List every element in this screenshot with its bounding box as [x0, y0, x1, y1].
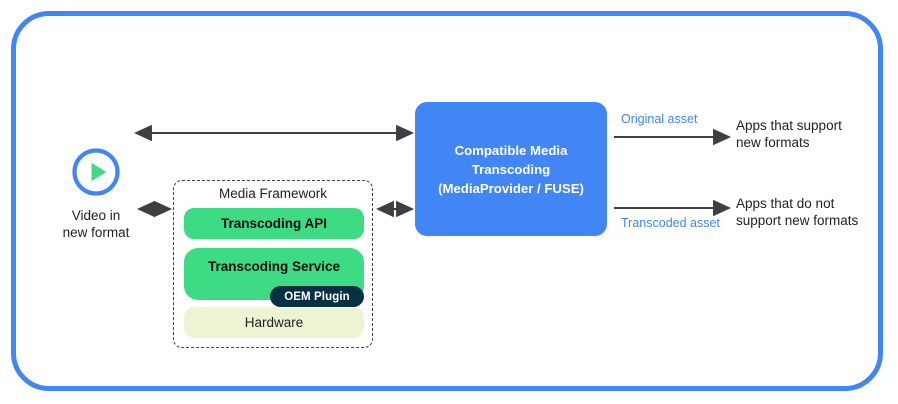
consumer-apps-not-supporting: Apps that do not support new formats [736, 196, 859, 228]
block-hardware[interactable]: Hardware [184, 307, 364, 338]
oem-plugin-badge[interactable]: OEM Plugin [270, 286, 364, 307]
video-source-node: Video in new format [46, 146, 146, 241]
edge-label-original-asset: Original asset [621, 112, 698, 126]
edge-label-transcoded-asset: Transcoded asset [621, 216, 720, 230]
block-transcoding-api[interactable]: Transcoding API [184, 208, 364, 239]
consumer-apps-supporting: Apps that support new formats [736, 118, 842, 150]
media-framework-title: Media Framework [218, 186, 328, 201]
media-framework-group: Media Framework Transcoding API Transcod… [173, 180, 373, 348]
video-source-caption: Video in new format [62, 208, 130, 240]
play-circle-icon [70, 146, 122, 198]
compatible-media-transcoding-node[interactable]: Compatible Media Transcoding (MediaProvi… [415, 102, 607, 236]
